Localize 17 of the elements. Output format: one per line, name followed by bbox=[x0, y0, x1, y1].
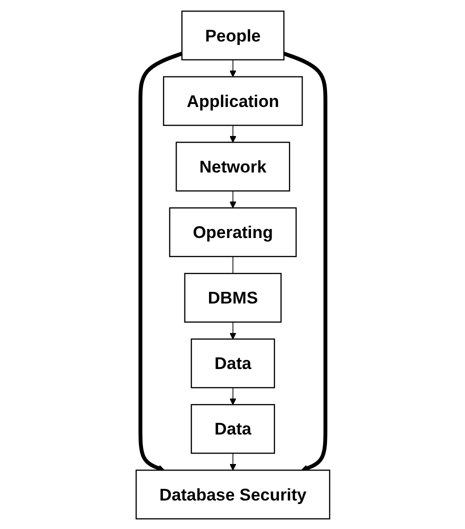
node-box: Database Security bbox=[135, 469, 330, 519]
arrow bbox=[229, 321, 236, 339]
node-box: Application bbox=[162, 76, 302, 126]
arrow bbox=[229, 452, 236, 470]
node-box: Data bbox=[190, 404, 275, 454]
node-box: Network bbox=[175, 141, 290, 191]
arrow bbox=[282, 51, 327, 471]
arrow bbox=[229, 386, 236, 404]
arrow bbox=[229, 124, 236, 142]
node-box: DBMS bbox=[184, 272, 282, 322]
node-box: Operating bbox=[168, 206, 296, 257]
connector bbox=[232, 256, 233, 274]
node-box: Data bbox=[190, 338, 275, 388]
arrow bbox=[229, 58, 236, 77]
node-box: People bbox=[180, 10, 284, 60]
arrow bbox=[229, 190, 236, 208]
arrow bbox=[138, 51, 182, 471]
